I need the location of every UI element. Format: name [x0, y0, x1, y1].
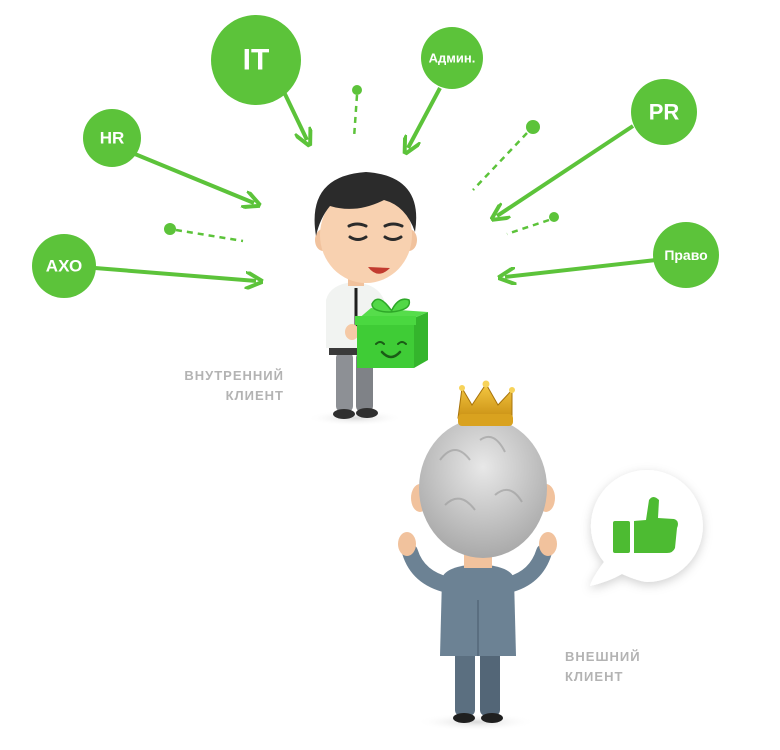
crown-icon: [457, 380, 515, 426]
belt: [329, 345, 379, 355]
gift-eye: [397, 341, 407, 345]
dashed-line: [506, 218, 550, 236]
thumb-hand: [634, 497, 678, 553]
arrow-it: [282, 91, 307, 140]
hair: [314, 172, 417, 236]
hand: [398, 532, 416, 556]
gift-box-side: [414, 312, 428, 368]
hand: [539, 532, 557, 556]
eye: [383, 235, 403, 241]
department-circle: [83, 109, 141, 167]
department-circle: [653, 222, 719, 288]
arrow-pr: [497, 124, 635, 216]
brow: [347, 222, 368, 228]
leg: [336, 352, 353, 412]
shoe: [356, 408, 378, 418]
department-hr: HR: [83, 109, 141, 167]
brow: [383, 222, 404, 228]
internal-client-caption-line1: ВНУТРЕННИЙ: [184, 368, 284, 383]
gift-bow: [371, 298, 411, 313]
shoe: [333, 409, 355, 419]
thumb-cuff: [613, 521, 630, 553]
gift-smile: [380, 350, 402, 359]
department-label-hr: HR: [100, 129, 125, 148]
department-axo: АХО: [32, 234, 96, 298]
arrow-axo: [94, 266, 256, 281]
arrow-hr: [129, 150, 254, 203]
dashed-connectors: [164, 85, 559, 243]
dashed-line: [352, 94, 359, 139]
department-circle: [631, 79, 697, 145]
connector-dot: [352, 85, 362, 95]
department-label-it: IT: [243, 44, 270, 77]
department-pr: PR: [631, 79, 697, 145]
external-client-caption-line1: ВНЕШНИЙ: [565, 649, 641, 664]
eye: [348, 235, 368, 241]
gift-eye: [375, 341, 385, 345]
ground-shadow: [416, 713, 536, 731]
department-law: Право: [653, 222, 719, 288]
shoe: [481, 713, 503, 723]
ground-shadow: [307, 410, 403, 426]
crown-band: [458, 414, 513, 426]
mouth: [368, 267, 390, 274]
head: [419, 418, 547, 558]
gift-lid: [355, 316, 416, 325]
external-client-figure: [398, 418, 557, 731]
department-label-axo: АХО: [46, 257, 82, 276]
hand: [345, 324, 359, 340]
department-label-admin: Админ.: [429, 51, 476, 66]
arrows: [94, 87, 657, 281]
hair-texture: [439, 436, 523, 511]
crown-jewel: [509, 387, 515, 393]
leg: [455, 650, 475, 716]
department-circle: [32, 234, 96, 298]
external-client-caption-line2: КЛИЕНТ: [565, 669, 623, 684]
dashed-line: [472, 132, 528, 191]
thumbs-up-icon: [613, 497, 678, 553]
internal-client-caption-line2: КЛИЕНТ: [226, 388, 284, 403]
arrow-law: [505, 258, 657, 277]
shoe: [453, 713, 475, 723]
internal-client-figure: [307, 172, 417, 426]
department-circle: [211, 15, 301, 105]
crown-body: [457, 383, 513, 421]
speech-bubble-icon: [590, 470, 703, 586]
connector-dot: [526, 120, 540, 134]
department-circle: [421, 27, 483, 89]
crown-jewel: [459, 385, 465, 391]
gift-icon: [355, 298, 428, 368]
arrow-admin: [408, 87, 442, 148]
dashed-line: [175, 228, 244, 243]
head: [320, 187, 412, 283]
connector-dot: [549, 212, 559, 222]
leg: [480, 650, 500, 716]
department-label-law: Право: [664, 247, 707, 263]
department-label-pr: PR: [649, 100, 680, 125]
department-admin: Админ.: [421, 27, 483, 89]
connector-dot: [164, 223, 176, 235]
department-it: IT: [211, 15, 301, 105]
crown-jewel: [482, 380, 490, 388]
